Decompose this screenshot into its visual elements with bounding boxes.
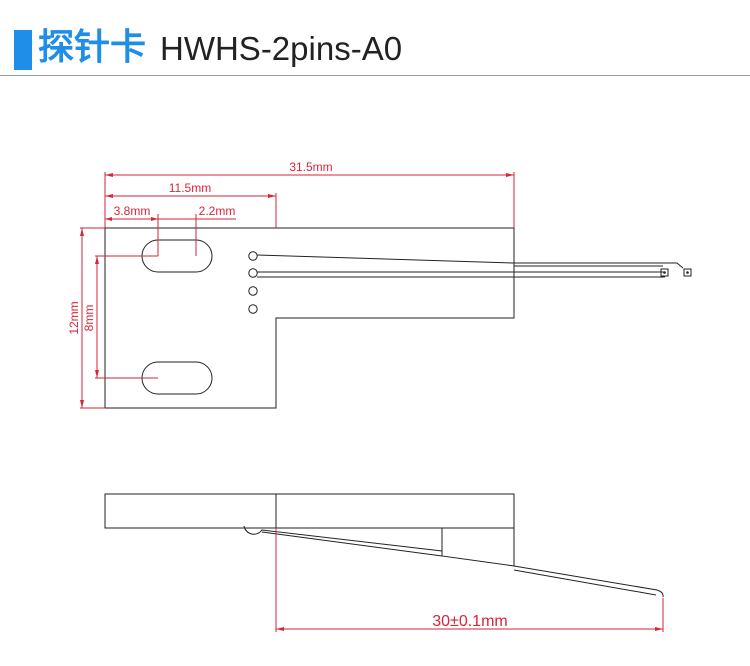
- probe-tip-2: [683, 268, 692, 277]
- pin-hole-1: [248, 251, 258, 261]
- dim-slot-width: 2.2mm: [199, 204, 236, 218]
- mounting-slot-upper: [141, 239, 213, 273]
- dim-probe-length: 30±0.1mm: [432, 613, 507, 630]
- probe-holder-block: [441, 528, 515, 567]
- dim-height: 12mm: [67, 301, 81, 334]
- header-divider: [0, 75, 750, 76]
- probe-tip-1-dot: [663, 271, 666, 274]
- mounting-slot-lower: [141, 361, 213, 395]
- side-view-dimensions: [275, 528, 664, 632]
- dim-slot-span: 11.5mm: [169, 181, 211, 195]
- probe-side-pin-upper-2: [261, 531, 443, 557]
- probe-tip-1: [660, 268, 669, 277]
- dim-slot-pitch: 8mm: [82, 305, 96, 332]
- title-accent-bar: [14, 30, 32, 70]
- probe-side-pin-lower-2: [513, 569, 657, 596]
- card-side-body: [104, 493, 515, 529]
- probe-side-pin-lower: [513, 565, 664, 598]
- probe-wire-1: [256, 254, 684, 269]
- dim-slot-offset: 3.8mm: [114, 204, 151, 218]
- probe-tip-2-dot: [686, 271, 689, 274]
- pin-hole-2: [248, 268, 258, 278]
- card-outline: [104, 227, 515, 409]
- top-view-dimensions: [80, 172, 515, 409]
- side-view: [104, 493, 664, 598]
- title-model-number: HWHS-2pins-A0: [160, 30, 403, 67]
- probe-side-pin-upper: [243, 525, 443, 552]
- pin-hole-4: [248, 304, 258, 314]
- dim-total-length: 31.5mm: [289, 160, 332, 174]
- top-view: [104, 227, 692, 409]
- page-header: 探针卡 HWHS-2pins-A0: [0, 0, 750, 76]
- title-chinese: 探针卡: [38, 27, 147, 68]
- pin-hole-3: [248, 286, 258, 296]
